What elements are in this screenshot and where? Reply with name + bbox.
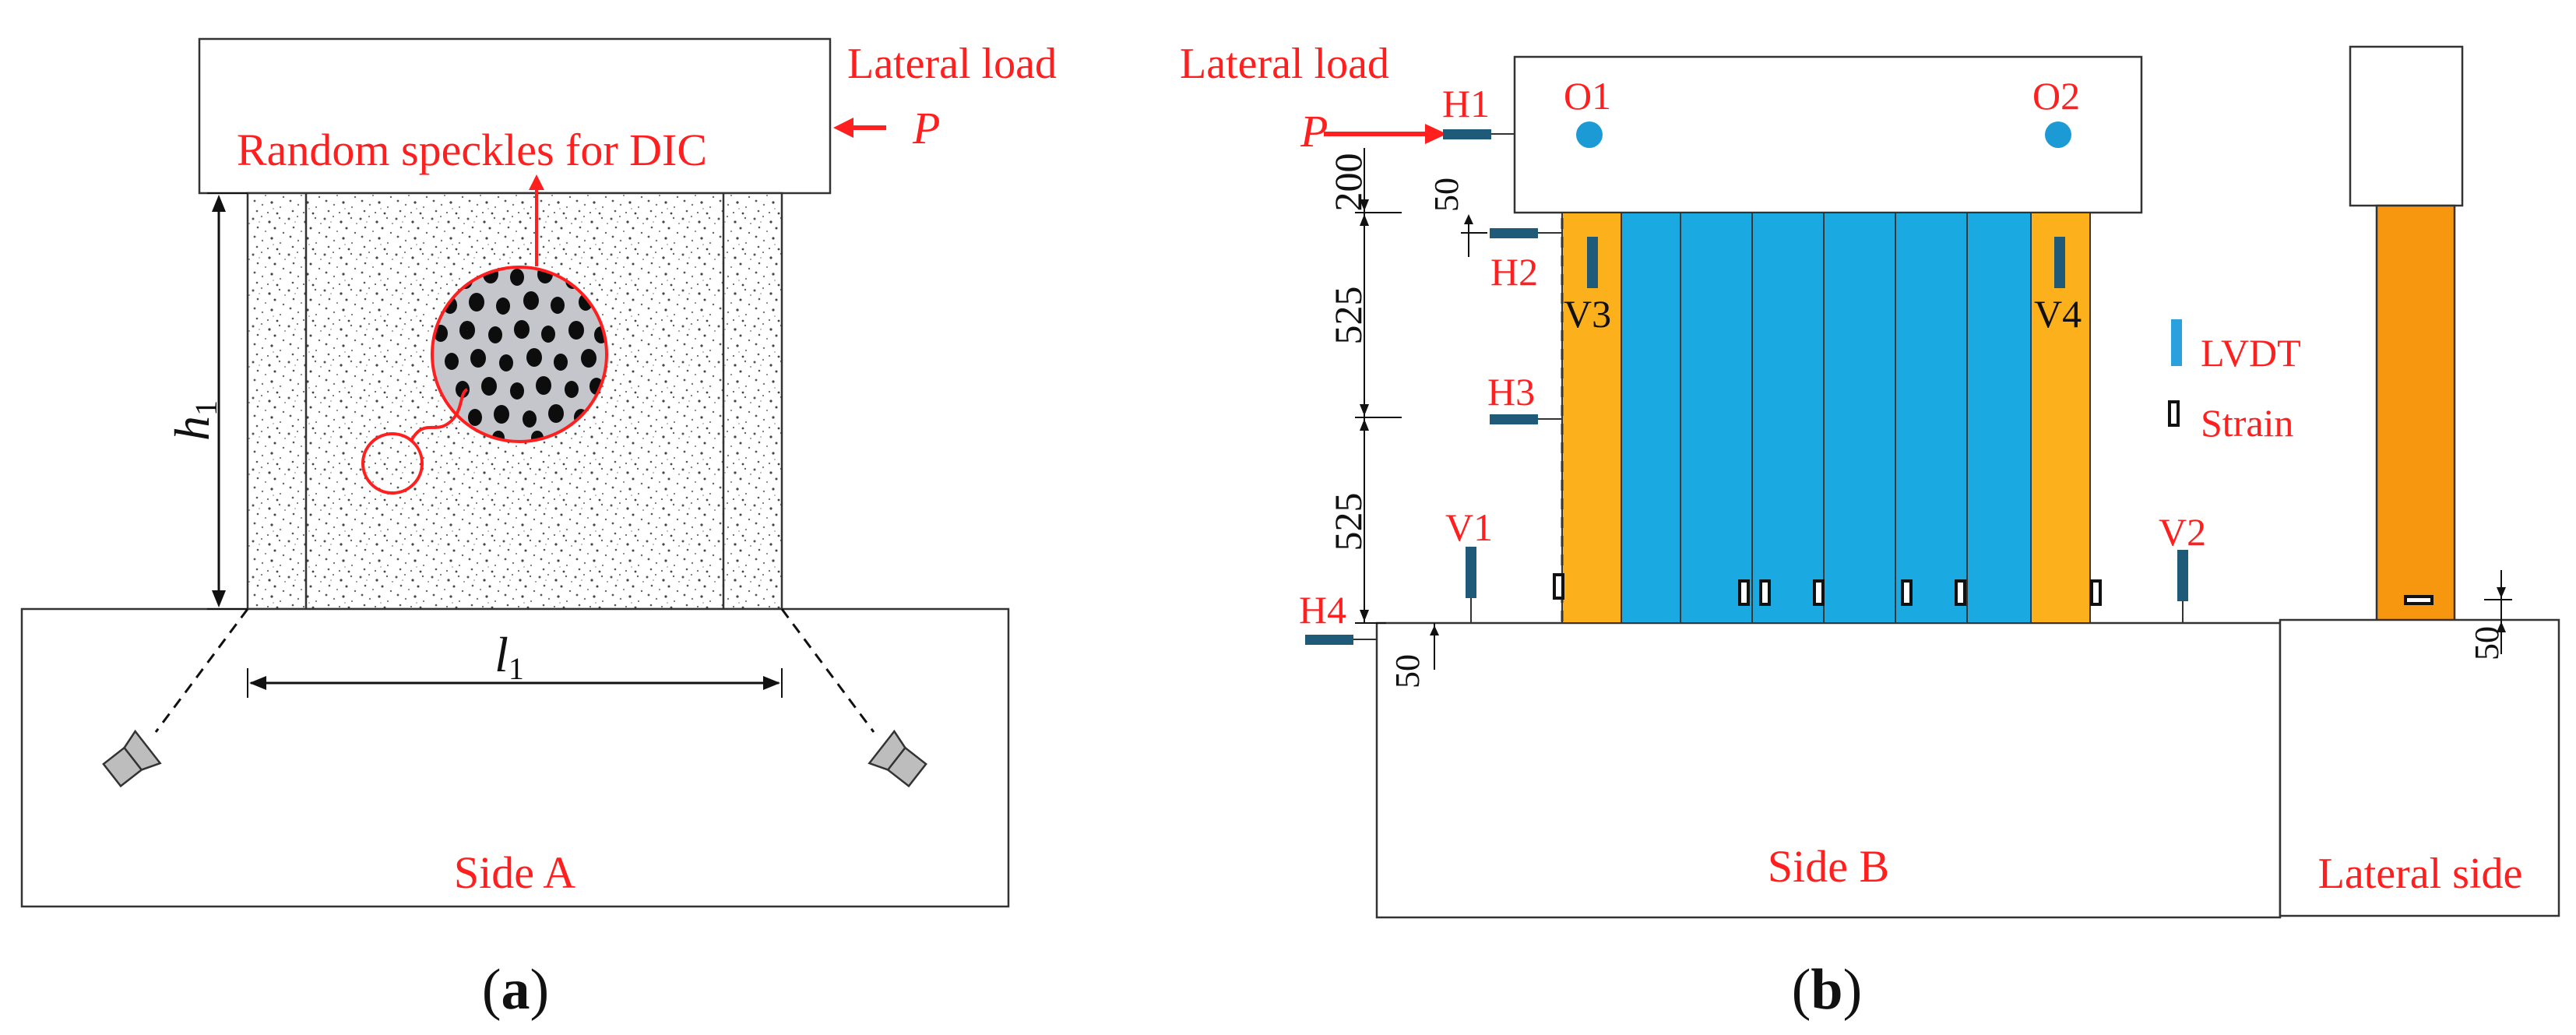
sensor-label-h2: H2 <box>1490 250 1538 294</box>
dim-arrowhead-upper-bottom <box>1360 404 1369 416</box>
lateral-load-label-a: Lateral load <box>847 40 1057 88</box>
arrow-right-icon <box>1324 124 1447 144</box>
panel-6 <box>1966 212 2032 624</box>
lateral-strain-gauge <box>2404 595 2433 605</box>
legend: LVDT Strain <box>2168 319 2301 445</box>
sensor-label-v2: V2 <box>2159 510 2206 554</box>
lvdt-h2 <box>1490 228 1538 238</box>
speckle-leader-arrowhead <box>529 174 544 190</box>
sensor-label-v1: V1 <box>1445 505 1493 549</box>
lateral-load-label-b: Lateral load <box>1180 40 1389 88</box>
side-a-label: Side A <box>454 847 575 898</box>
dim-upper-label: 525 <box>1326 287 1370 345</box>
strain-gauge <box>1901 579 1913 606</box>
dim-beam-label: 200 <box>1326 153 1370 212</box>
sensor-label-h3: H3 <box>1487 370 1535 414</box>
h4-offset-arrowhead <box>1430 625 1439 635</box>
strain-gauge <box>1738 579 1750 606</box>
arrow-left-icon <box>833 118 886 138</box>
load-symbol-b: P <box>1300 106 1328 157</box>
lvdt-h4 <box>1305 635 1353 645</box>
speckle-focus-circle <box>361 432 424 495</box>
optical-marker-o1 <box>1576 121 1603 148</box>
h2-offset-arrowhead <box>1464 214 1473 224</box>
lateral-offset-arrowhead-bottom <box>2497 621 2506 632</box>
height-label: h1 <box>164 400 223 441</box>
h2-offset-label: 50 <box>1427 178 1466 212</box>
wall-panels <box>1561 212 2091 624</box>
length-label: l1 <box>494 627 524 686</box>
panel-5 <box>1895 212 1968 624</box>
sensor-label-o1: O1 <box>1564 74 1611 118</box>
lvdt-h3 <box>1490 414 1538 424</box>
lateral-foundation <box>2279 618 2560 917</box>
lateral-offset-label: 50 <box>2468 626 2506 660</box>
sensor-label-v3: V3 <box>1564 292 1611 336</box>
length-arrowhead-right <box>763 676 780 690</box>
length-arrowhead-left <box>249 676 266 690</box>
strain-gauge <box>1759 579 1771 606</box>
h4-offset-label: 50 <box>1388 654 1427 688</box>
legend-strain-swatch <box>2168 400 2180 427</box>
dim-arrowhead-beam <box>1360 199 1369 211</box>
lvdt-h1 <box>1443 129 1491 139</box>
lateral-beam <box>2349 45 2464 207</box>
foundation-b <box>1375 621 2282 919</box>
optical-marker-o2 <box>2045 121 2071 148</box>
panel-2 <box>1680 212 1753 624</box>
dim-lower-label: 525 <box>1326 493 1370 551</box>
sensor-label-h4: H4 <box>1299 588 1346 632</box>
camera-left-sightline <box>154 608 249 733</box>
speckle-magnifier <box>431 266 608 443</box>
panel-3 <box>1751 212 1825 624</box>
lvdt-v4 <box>2054 237 2065 288</box>
camera-icon <box>867 729 927 788</box>
lateral-side-label: Lateral side <box>2318 850 2523 898</box>
side-b-label: Side B <box>1768 841 1889 892</box>
lvdt-v2 <box>2177 550 2188 601</box>
lateral-side-view: 50 Lateral side <box>2279 45 2560 917</box>
speckle-label: Random speckles for DIC <box>237 125 707 175</box>
strain-gauge <box>1955 579 1966 606</box>
camera-icon <box>102 729 162 788</box>
sensor-label-h1: H1 <box>1442 82 1490 125</box>
panel-a: Lateral load P Random speckles for DIC <box>20 37 1057 1022</box>
lvdt-v1 <box>1466 547 1476 598</box>
height-arrowhead-top <box>212 195 226 212</box>
strain-gauge <box>1813 579 1825 606</box>
legend-lvdt-swatch <box>2171 319 2182 366</box>
speckle-focus-connector <box>410 388 469 442</box>
caption-a: (a) <box>482 958 549 1022</box>
sensor-label-o2: O2 <box>2032 74 2080 118</box>
load-symbol-a: P <box>912 103 940 153</box>
legend-strain-label: Strain <box>2201 401 2293 445</box>
camera-right-sightline <box>780 608 875 733</box>
foundation-a <box>20 607 1010 908</box>
dim-arrowhead-lower-bottom <box>1360 610 1369 621</box>
panel-b: Lateral load P 200 525 525 50 50 H1 <box>1180 40 2560 1022</box>
loading-beam-a <box>198 37 832 195</box>
legend-lvdt-label: LVDT <box>2201 331 2301 375</box>
dim-arrowhead-upper-top <box>1360 214 1369 226</box>
sensor-label-v4: V4 <box>2034 292 2082 336</box>
panel-4 <box>1823 212 1896 624</box>
lateral-offset-arrowhead-top <box>2497 587 2506 598</box>
post-right <box>2030 212 2091 624</box>
height-arrowhead-bottom <box>212 590 226 607</box>
panel-1 <box>1621 212 1681 624</box>
lvdt-v3 <box>1587 237 1598 288</box>
caption-b: (b) <box>1792 958 1862 1022</box>
lateral-column <box>2375 204 2456 623</box>
dim-arrowhead-lower-top <box>1360 419 1369 431</box>
strain-gauges <box>1553 573 2102 606</box>
strain-gauge <box>2090 579 2102 606</box>
strain-gauge <box>1553 573 1564 600</box>
